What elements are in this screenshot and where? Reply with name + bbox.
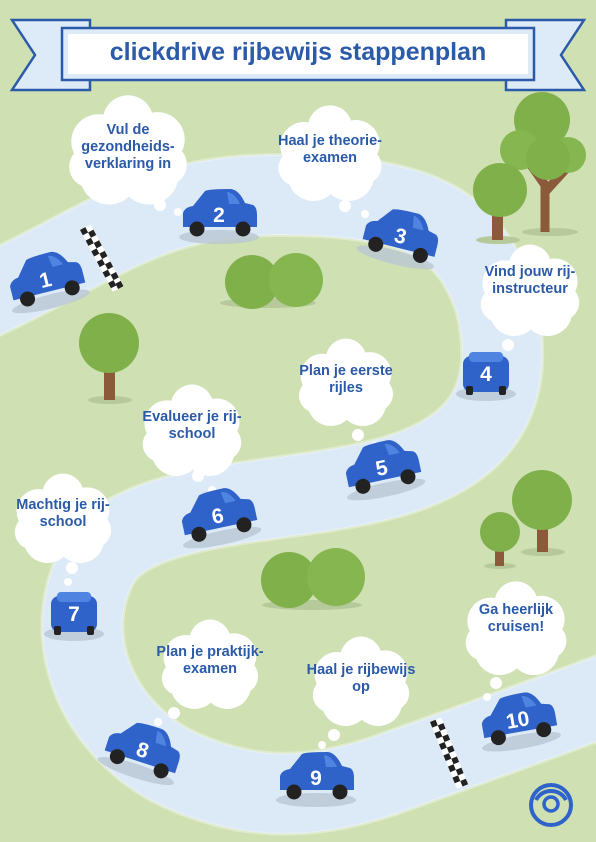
thought-bubble-step-2 [69,95,187,216]
step-6-number: 6 [210,504,226,529]
step-5-label: Plan je eerste rijles [299,363,393,396]
clickdrive-logo [529,783,573,827]
step-5-number: 5 [374,456,391,481]
finish-checkered-line [430,717,469,789]
thought-bubble-step-7 [14,473,112,586]
car-step-6: 6 [181,488,262,549]
car-step-7: 7 [44,592,104,641]
thought-bubble-step-5 [298,338,394,450]
step-6-label: Evalueer je rij- school [142,409,242,442]
bush-middle [261,548,365,610]
thought-bubble-step-4 [480,244,580,364]
thought-bubble-step-9 [312,636,410,749]
bush-top [220,253,323,309]
thought-bubble-step-8 [154,619,259,726]
step-7-number: 7 [68,603,80,626]
tree-small-right [473,163,527,244]
step-4-number: 4 [480,363,492,386]
page-title: clickdrive rijbewijs stappenplan [109,38,487,66]
car-step-10: 10 [481,692,561,752]
tree-right-small [480,512,520,569]
tree-right-middle [512,470,572,556]
thought-bubble-step-10 [465,581,567,701]
car-step-1: 1 [10,251,90,314]
car-step-2: 2 [179,189,259,244]
step-7-label: Machtig je rij- school [16,497,110,530]
car-step-4: 4 [456,352,516,401]
thought-bubbles [14,95,580,749]
step-4-label: Vind jouw rij- instructeur [484,264,576,297]
step-3-label: Haal je theorie- examen [278,133,382,166]
step-9-number: 9 [310,767,322,790]
step-10-label: Ga heerlijk cruisen! [478,602,554,635]
tree-left [79,313,139,404]
step-9-label: Haal je rijbewijs op [306,662,416,695]
step-3-number: 3 [392,224,409,249]
step-2-label: Vul de gezondheids- verklaring in [81,122,175,172]
title-banner [9,18,587,92]
step-8-label: Plan je praktijk- examen [156,644,264,677]
thought-bubble-step-6 [142,384,242,494]
tree-big-right [500,92,586,236]
car-step-8: 8 [97,722,180,786]
step-2-number: 2 [213,204,225,227]
step-10-number: 10 [504,707,531,734]
cars: 1 2 3 4 5 6 7 8 9 10 [10,189,561,807]
thought-bubble-step-3 [278,105,382,218]
car-step-5: 5 [345,440,426,501]
car-step-3: 3 [356,209,439,270]
car-step-9: 9 [276,752,356,807]
start-checkered-line [80,224,124,292]
